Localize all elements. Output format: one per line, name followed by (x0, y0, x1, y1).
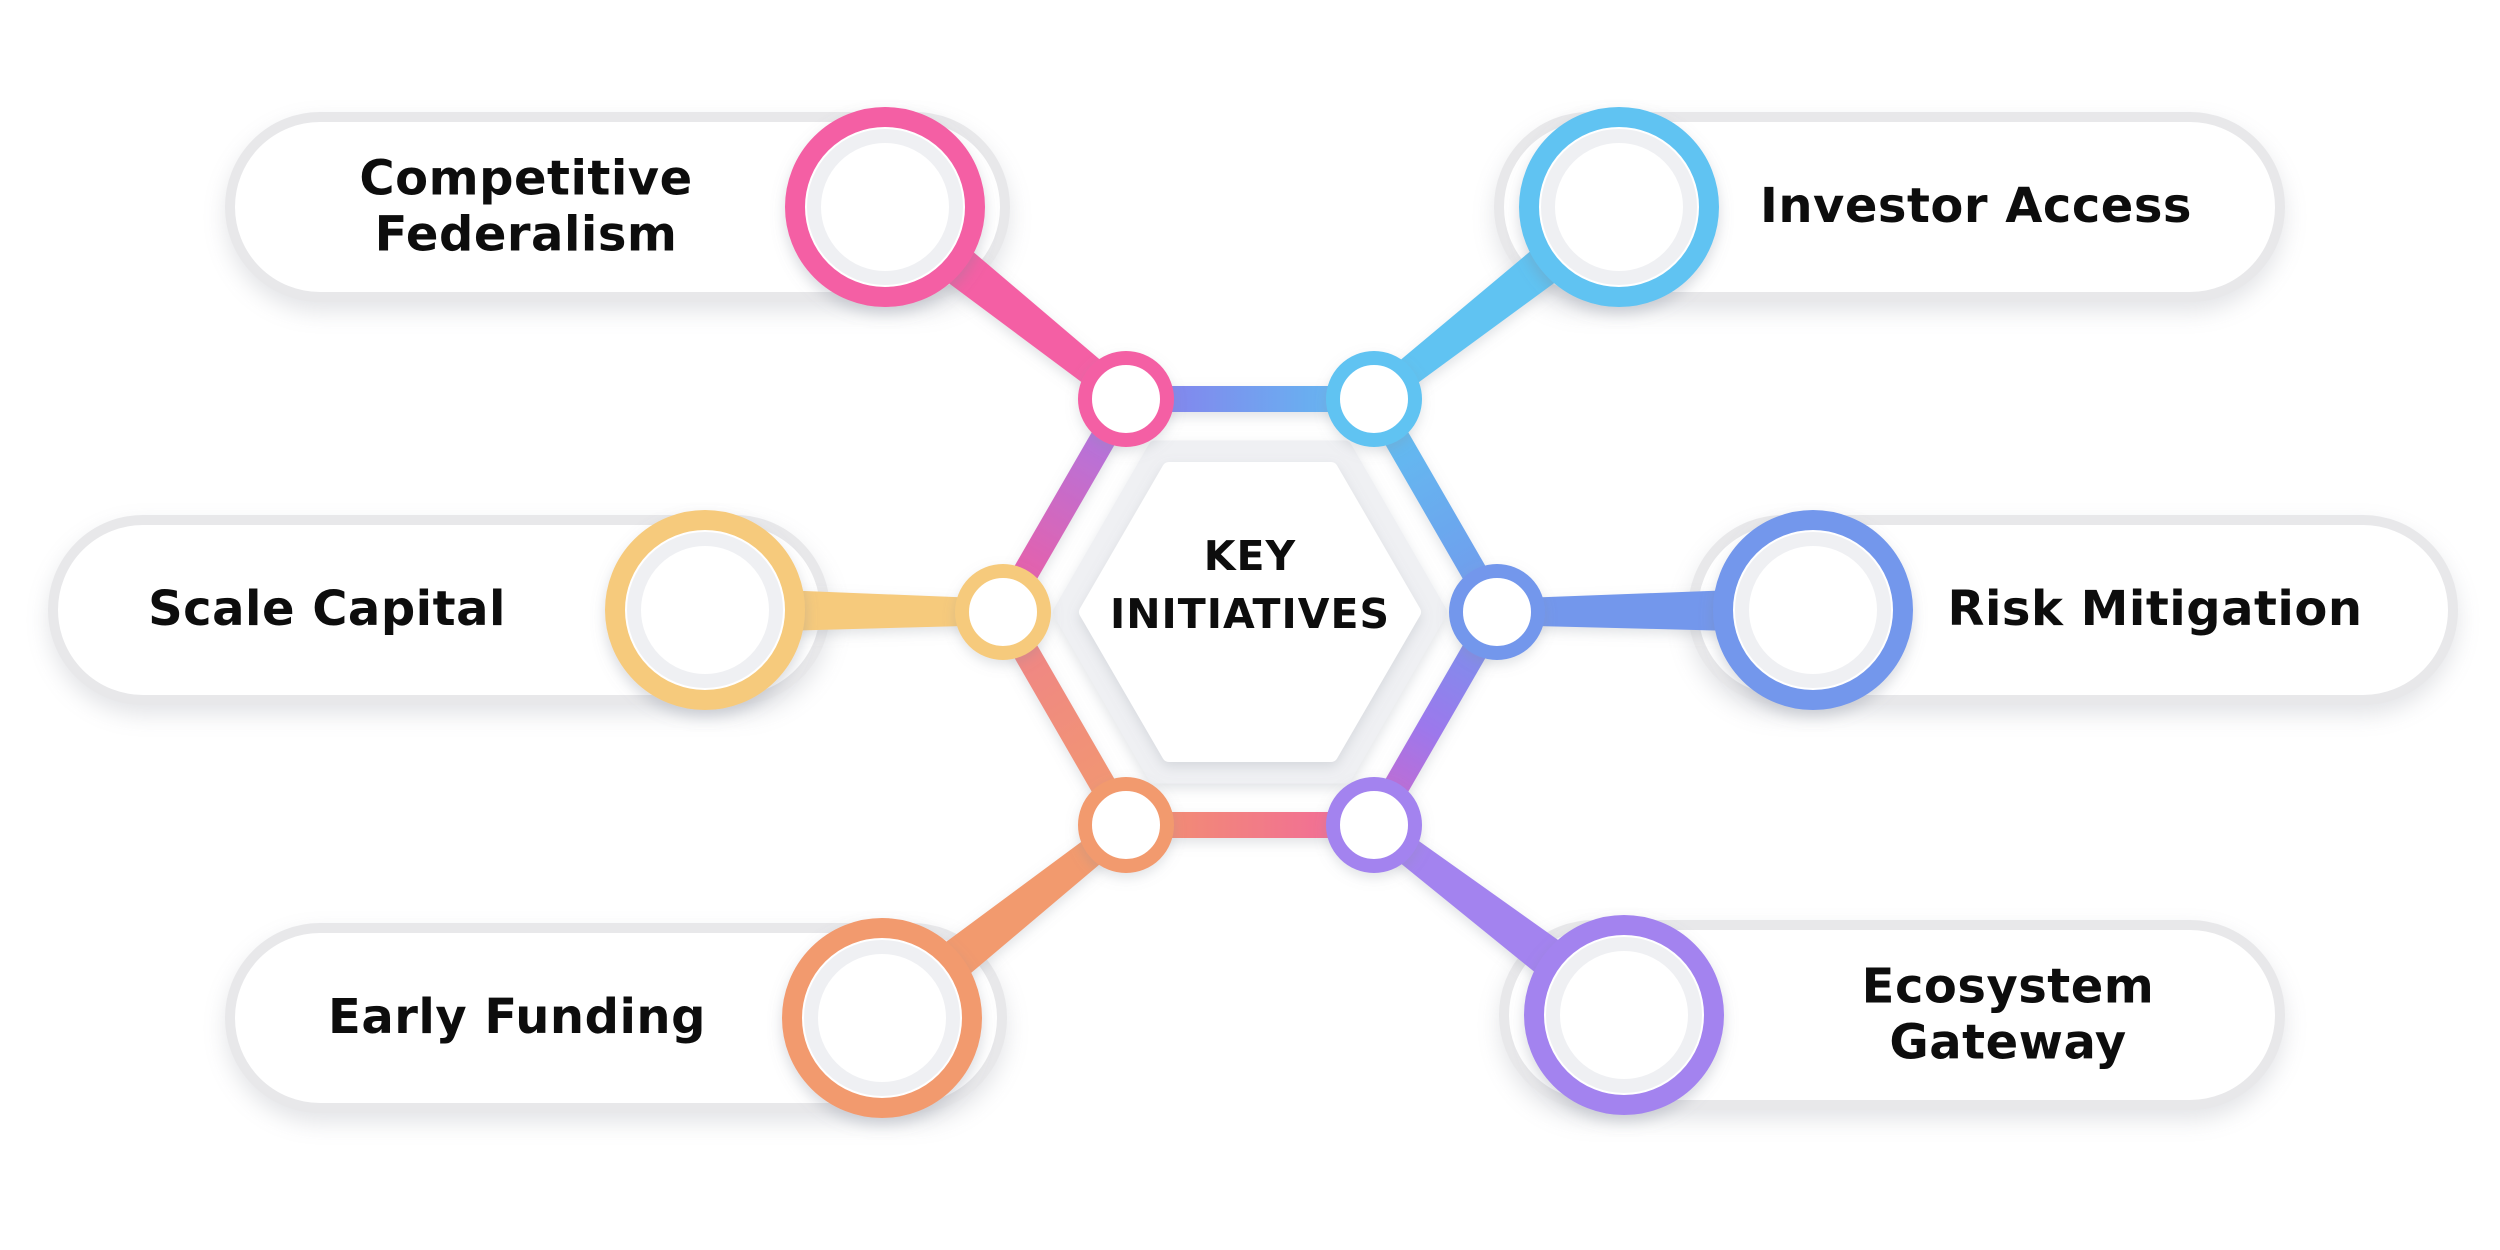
vertex-circle-competitive-federalism (1078, 351, 1174, 447)
node-circle-competitive-federalism (785, 107, 985, 307)
node-label-investor-access: Investor Access (1760, 178, 2192, 235)
node-circle-risk-mitigation (1713, 510, 1913, 710)
hexagon-vertex-circles (955, 351, 1545, 873)
node-inner-ring-ecosystem-gateway (1546, 937, 1702, 1093)
node-label-ecosystem-gateway: Ecosystem Gateway (1861, 958, 2155, 1070)
vertex-circle-ecosystem-gateway (1326, 777, 1422, 873)
diagram-title: KEY INITIATIVES (1109, 531, 1391, 638)
vertex-circle-investor-access (1326, 351, 1422, 447)
vertex-circle-early-funding (1078, 777, 1174, 873)
node-circle-scale-capital (605, 510, 805, 710)
node-label-scale-capital: Scale Capital (148, 581, 506, 638)
node-inner-ring-investor-access (1541, 129, 1697, 285)
node-inner-ring-scale-capital (627, 532, 783, 688)
node-label-early-funding: Early Funding (328, 989, 706, 1046)
vertex-circle-scale-capital (955, 564, 1051, 660)
node-circle-ecosystem-gateway (1524, 915, 1724, 1115)
node-circles (605, 107, 1913, 1118)
node-inner-ring-competitive-federalism (807, 129, 963, 285)
node-circle-early-funding (782, 918, 982, 1118)
node-inner-ring-risk-mitigation (1735, 532, 1891, 688)
node-inner-ring-early-funding (804, 940, 960, 1096)
hexagon-white-center (1079, 462, 1421, 762)
node-label-competitive-federalism: Competitive Federalism (359, 150, 693, 262)
vertex-circle-risk-mitigation (1449, 564, 1545, 660)
node-label-risk-mitigation: Risk Mitigation (1947, 581, 2363, 638)
node-circle-investor-access (1519, 107, 1719, 307)
